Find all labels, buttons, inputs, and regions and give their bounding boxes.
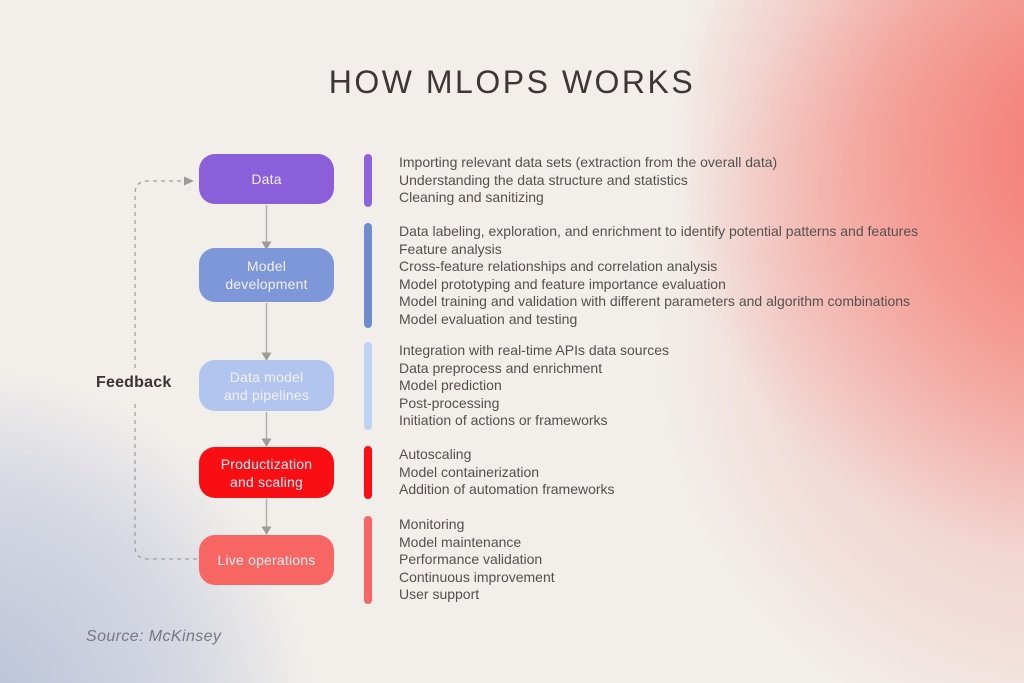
section-item: Model prediction [399, 377, 502, 394]
node-data-model-and-pipelines: Data model and pipelines [199, 360, 334, 411]
section-item: Autoscaling [399, 446, 472, 463]
arrow-down-icon [261, 303, 272, 361]
section-item: Continuous improvement [399, 568, 555, 585]
section-item: Data labeling, exploration, and enrichme… [399, 223, 919, 239]
node-productization-and-scaling: Productization and scaling [199, 447, 334, 498]
feedback-arrow-icon [134, 176, 197, 560]
arrow-down-icon [261, 499, 272, 535]
section-data-model-and-pipelines: Integration with real-time APIs data sou… [364, 342, 669, 430]
section-items: Importing relevant data sets (extraction… [399, 154, 777, 207]
section-accent-bar [364, 446, 372, 499]
section-item: Model containerization [399, 463, 540, 480]
arrow-down-icon [261, 412, 272, 447]
source-credit: Source: McKinsey [86, 628, 222, 645]
section-accent-bar [364, 154, 372, 207]
node-live-operations: Live operations [199, 535, 334, 585]
section-items: Monitoring Model maintenance Performance… [399, 516, 555, 604]
section-item: Performance validation [399, 551, 543, 568]
section-productization-and-scaling: Autoscaling Model containerization Addit… [364, 446, 615, 499]
node-data: Data [199, 154, 334, 204]
page-title: HOW MLOPS WORKS [328, 64, 696, 100]
node-label: Data [251, 171, 282, 187]
section-item: User support [399, 586, 480, 603]
section-item: Cross-feature relationships and correlat… [399, 258, 718, 274]
node-label: Data model and pipelines [223, 368, 310, 403]
node-label: Live operations [217, 552, 316, 568]
section-accent-bar [364, 342, 372, 430]
section-accent-bar [364, 223, 372, 328]
node-model-development: Model development [199, 248, 334, 302]
section-item: Model evaluation and testing [399, 310, 578, 327]
section-item: Cleaning and sanitizing [399, 189, 544, 206]
section-item: Monitoring [399, 516, 465, 533]
node-label: Model development [225, 258, 308, 292]
section-item: Data preprocess and enrichment [399, 359, 603, 376]
feedback-label: Feedback [96, 374, 172, 391]
section-items: Integration with real-time APIs data sou… [399, 342, 669, 430]
arrow-down-icon [261, 205, 272, 250]
section-items: Data labeling, exploration, and enrichme… [399, 223, 918, 328]
section-item: Model maintenance [399, 533, 522, 550]
section-item: Post-processing [399, 394, 500, 411]
section-data: Importing relevant data sets (extraction… [364, 154, 777, 207]
section-item: Addition of automation frameworks [399, 481, 615, 498]
section-accent-bar [364, 516, 372, 604]
node-label: Productization and scaling [220, 455, 313, 490]
section-item: Understanding the data structure and sta… [399, 171, 688, 188]
section-item: Importing relevant data sets (extraction… [399, 154, 778, 171]
section-item: Integration with real-time APIs data sou… [399, 342, 670, 359]
section-item: Model prototyping and feature importance… [399, 275, 726, 292]
section-live-operations: Monitoring Model maintenance Performance… [364, 516, 555, 604]
section-items: Autoscaling Model containerization Addit… [399, 446, 615, 499]
section-model-development: Data labeling, exploration, and enrichme… [364, 223, 918, 328]
section-item: Feature analysis [399, 240, 502, 257]
section-item: Initiation of actions or frameworks [399, 412, 608, 429]
section-item: Model training and validation with diffe… [399, 293, 911, 309]
